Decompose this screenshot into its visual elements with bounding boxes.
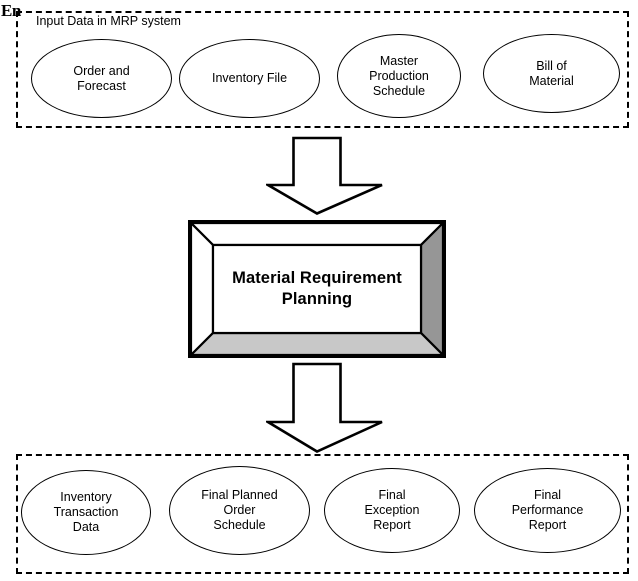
node-final-exception-report[interactable]: Final Exception Report [324,468,460,553]
input-data-group-title: Input Data in MRP system [34,14,183,29]
node-bill-of-material-label: Bill of Material [529,58,574,88]
node-final-performance-report-label: Final Performance Report [511,488,584,532]
node-master-production-schedule[interactable]: Master Production Schedule [337,34,461,118]
output-data-group-box [16,454,629,574]
node-final-performance-report[interactable]: Final Performance Report [474,468,621,553]
node-final-planned-order-schedule-label: Final Planned Order Schedule [201,488,278,532]
corner-label: En [1,1,21,20]
node-final-planned-order-schedule[interactable]: Final Planned Order Schedule [169,466,310,555]
arrow-down-icon-input-to-process [263,136,384,216]
node-master-production-schedule-label: Master Production Schedule [369,53,429,98]
arrow-down-icon-process-to-output [263,362,384,454]
node-order-and-forecast-label: Order and Forecast [73,63,130,93]
node-inventory-file[interactable]: Inventory File [179,39,320,118]
node-order-and-forecast[interactable]: Order and Forecast [31,39,172,118]
input-data-group-box [16,11,629,128]
node-inventory-file-label: Inventory File [211,71,288,85]
process-material-requirement-planning[interactable]: Material Requirement Planning [188,220,446,358]
node-inventory-transaction-data[interactable]: Inventory Transaction Data [21,470,151,555]
node-bill-of-material[interactable]: Bill of Material [483,34,620,113]
node-final-exception-report-label: Final Exception Report [364,488,420,532]
node-inventory-transaction-data-label: Inventory Transaction Data [53,490,119,534]
